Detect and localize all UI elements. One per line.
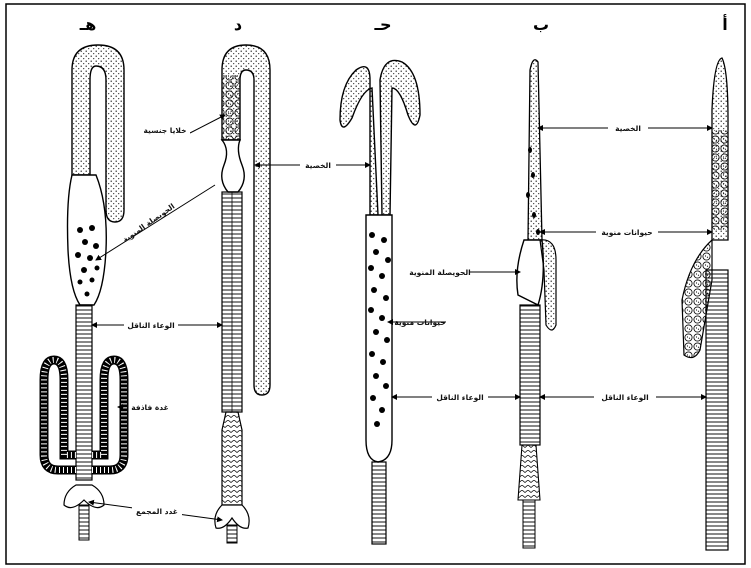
label-seminal-vesicle-b: الحويصلة المنوية <box>409 268 470 277</box>
panel-letter-e: هـ <box>79 15 97 34</box>
label-vas-deferens-c: الوعاء الناقل <box>436 393 483 402</box>
testis-c-right <box>380 60 420 215</box>
label-sperm-a: حيوانات منوية <box>601 228 652 237</box>
panel-letter-a: أ <box>722 14 727 34</box>
label-ejaculatory-gland: غدد المجمع <box>136 507 178 516</box>
label-testis-center: الخصية <box>305 161 331 170</box>
seminal-vesicle-b <box>517 240 543 305</box>
panel-c <box>340 60 420 544</box>
ejaculatory-bulb-e <box>64 485 104 508</box>
label-germ-cells: خلايا جنسية <box>143 126 186 135</box>
panel-a <box>682 58 728 550</box>
label-seminal-vesicle-e: الحويصلة المنوية <box>121 202 177 245</box>
label-accessory-gland: غدة فاذفة <box>131 403 169 412</box>
panel-d <box>215 45 270 543</box>
panel-letter-d: د <box>234 15 242 34</box>
testis-c-left <box>340 67 378 215</box>
vas-deferens-a <box>706 270 728 550</box>
ejaculatory-duct-d <box>222 412 242 505</box>
panel-letter-b: ب <box>533 15 549 34</box>
label-vas-deferens-a: الوعاء الناقل <box>601 393 648 402</box>
panel-b <box>517 60 556 548</box>
seminal-vesicle-d <box>222 140 245 192</box>
vas-deferens-c <box>372 462 386 544</box>
panel-e <box>44 45 124 540</box>
panel-letter-c: حـ <box>374 15 392 34</box>
label-sperm-c: حيوانات منوية <box>394 318 445 327</box>
vas-deferens-b <box>520 305 540 445</box>
vas-deferens-e <box>76 305 92 480</box>
label-vas-deferens-e: الوعاء الناقل <box>127 321 174 330</box>
label-testis-right: الخصية <box>615 124 641 133</box>
